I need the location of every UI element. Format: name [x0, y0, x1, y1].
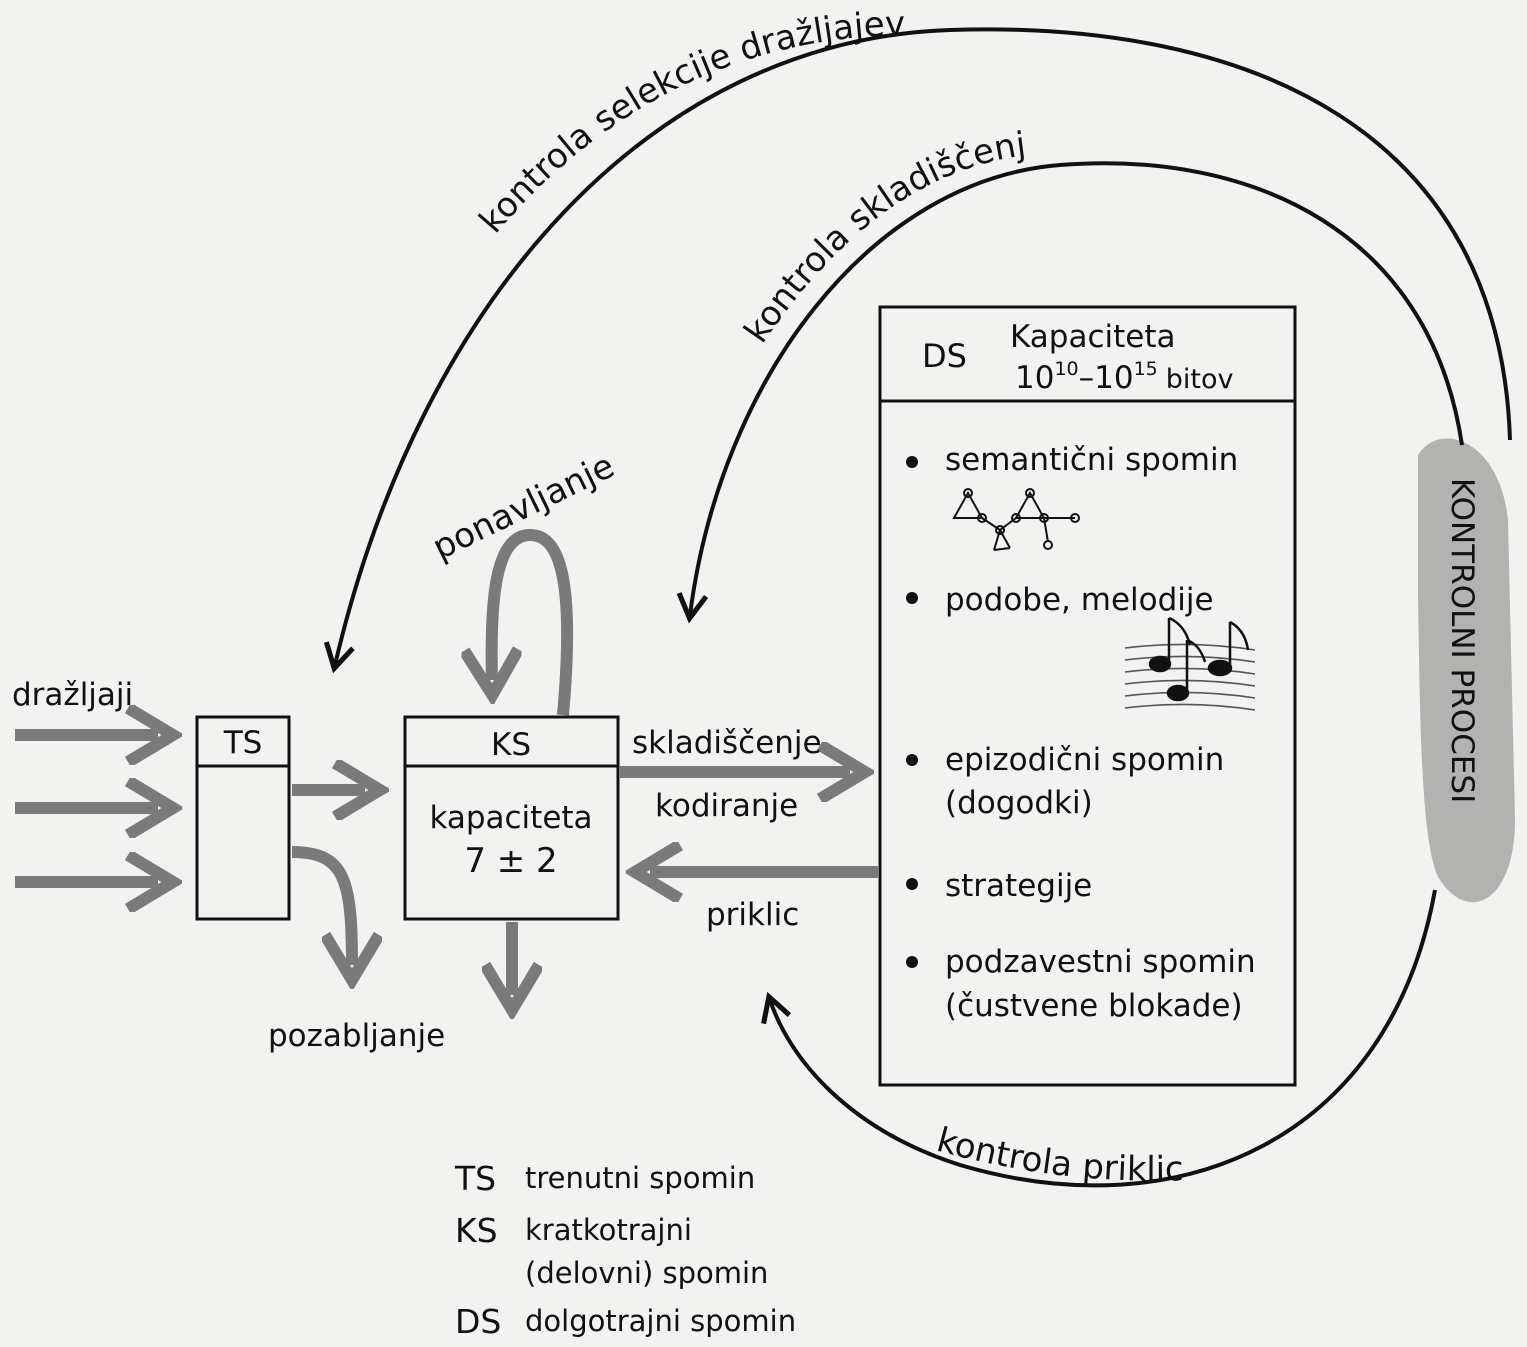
ks-capacity-value: 7 ± 2: [464, 841, 557, 881]
control-processes-band: KONTROLNI PROCESI: [1418, 438, 1515, 903]
ds-item-subconscious: podzavestni spomin: [945, 944, 1256, 980]
legend-abbr-ds: DS: [455, 1302, 501, 1341]
ds-box-frame: [878, 305, 1297, 1087]
ts-box-frame: [195, 715, 291, 921]
ds-capacity-label: Kapaciteta: [1010, 319, 1176, 355]
control-arcs: kontrola selekcije dražljajev kontrola s…: [0, 0, 1512, 1190]
legend-abbr-ts: TS: [454, 1159, 496, 1198]
molecule-icon: [952, 488, 1080, 551]
rehearsal-loop-arrow: [492, 528, 574, 716]
retrieval-label: priklic: [706, 897, 799, 933]
ks-capacity-label: kapaciteta: [429, 800, 592, 836]
ds-item-images: podobe, melodije: [945, 582, 1214, 618]
ds-box-title: DS: [922, 337, 967, 375]
forgetting-label: pozabljanje: [268, 1018, 445, 1054]
ks-box-frame: [403, 715, 620, 921]
music-notes-icon: [1124, 616, 1256, 711]
ds-item-semantic: semantični spomin: [945, 442, 1238, 478]
bullet: [906, 592, 918, 604]
bullet: [906, 956, 918, 968]
ds-item-subconscious-sub: (čustvene blokade): [945, 988, 1243, 1024]
ts-box: TS: [195, 715, 291, 921]
storage-control-arc: [676, 161, 1464, 624]
selection-control-arc: [323, 27, 1512, 674]
rehearsal-label: ponavljanje: [426, 446, 620, 568]
retrieval-control-arc: [761, 889, 1437, 1188]
ks-box-title: KS: [491, 727, 531, 763]
ds-item-episodic: epizodični spomin: [945, 742, 1224, 778]
bullet: [906, 754, 918, 766]
stimuli-arrows: dražljaji: [12, 677, 158, 882]
ts-box-title: TS: [223, 725, 263, 761]
selection-control-label: kontrola selekcije dražljajev: [472, 4, 906, 241]
control-processes-label: KONTROLNI PROCESI: [1444, 478, 1480, 803]
ks-box: KS kapaciteta 7 ± 2: [403, 715, 620, 921]
ts-forgetting-arrow: [291, 846, 352, 965]
legend-abbr-ks: KS: [455, 1211, 498, 1250]
legend: TS trenutni spomin KS kratkotrajni (delo…: [454, 1159, 796, 1341]
control-band-shape: [1418, 438, 1515, 903]
encoding-label: kodiranje: [655, 788, 798, 824]
legend-text-ts: trenutni spomin: [525, 1161, 755, 1195]
legend-text-ds: dolgotrajni spomin: [525, 1304, 796, 1338]
legend-text-ks-2: (delovni) spomin: [525, 1256, 768, 1290]
ds-item-episodic-sub: (dogodki): [945, 785, 1093, 821]
bullet: [906, 878, 918, 890]
legend-text-ks: kratkotrajni: [525, 1213, 692, 1247]
ds-item-strategies: strategije: [945, 868, 1092, 904]
bullet: [906, 456, 918, 468]
storage-label: skladiščenje: [632, 725, 822, 761]
stimuli-label: dražljaji: [12, 677, 133, 713]
